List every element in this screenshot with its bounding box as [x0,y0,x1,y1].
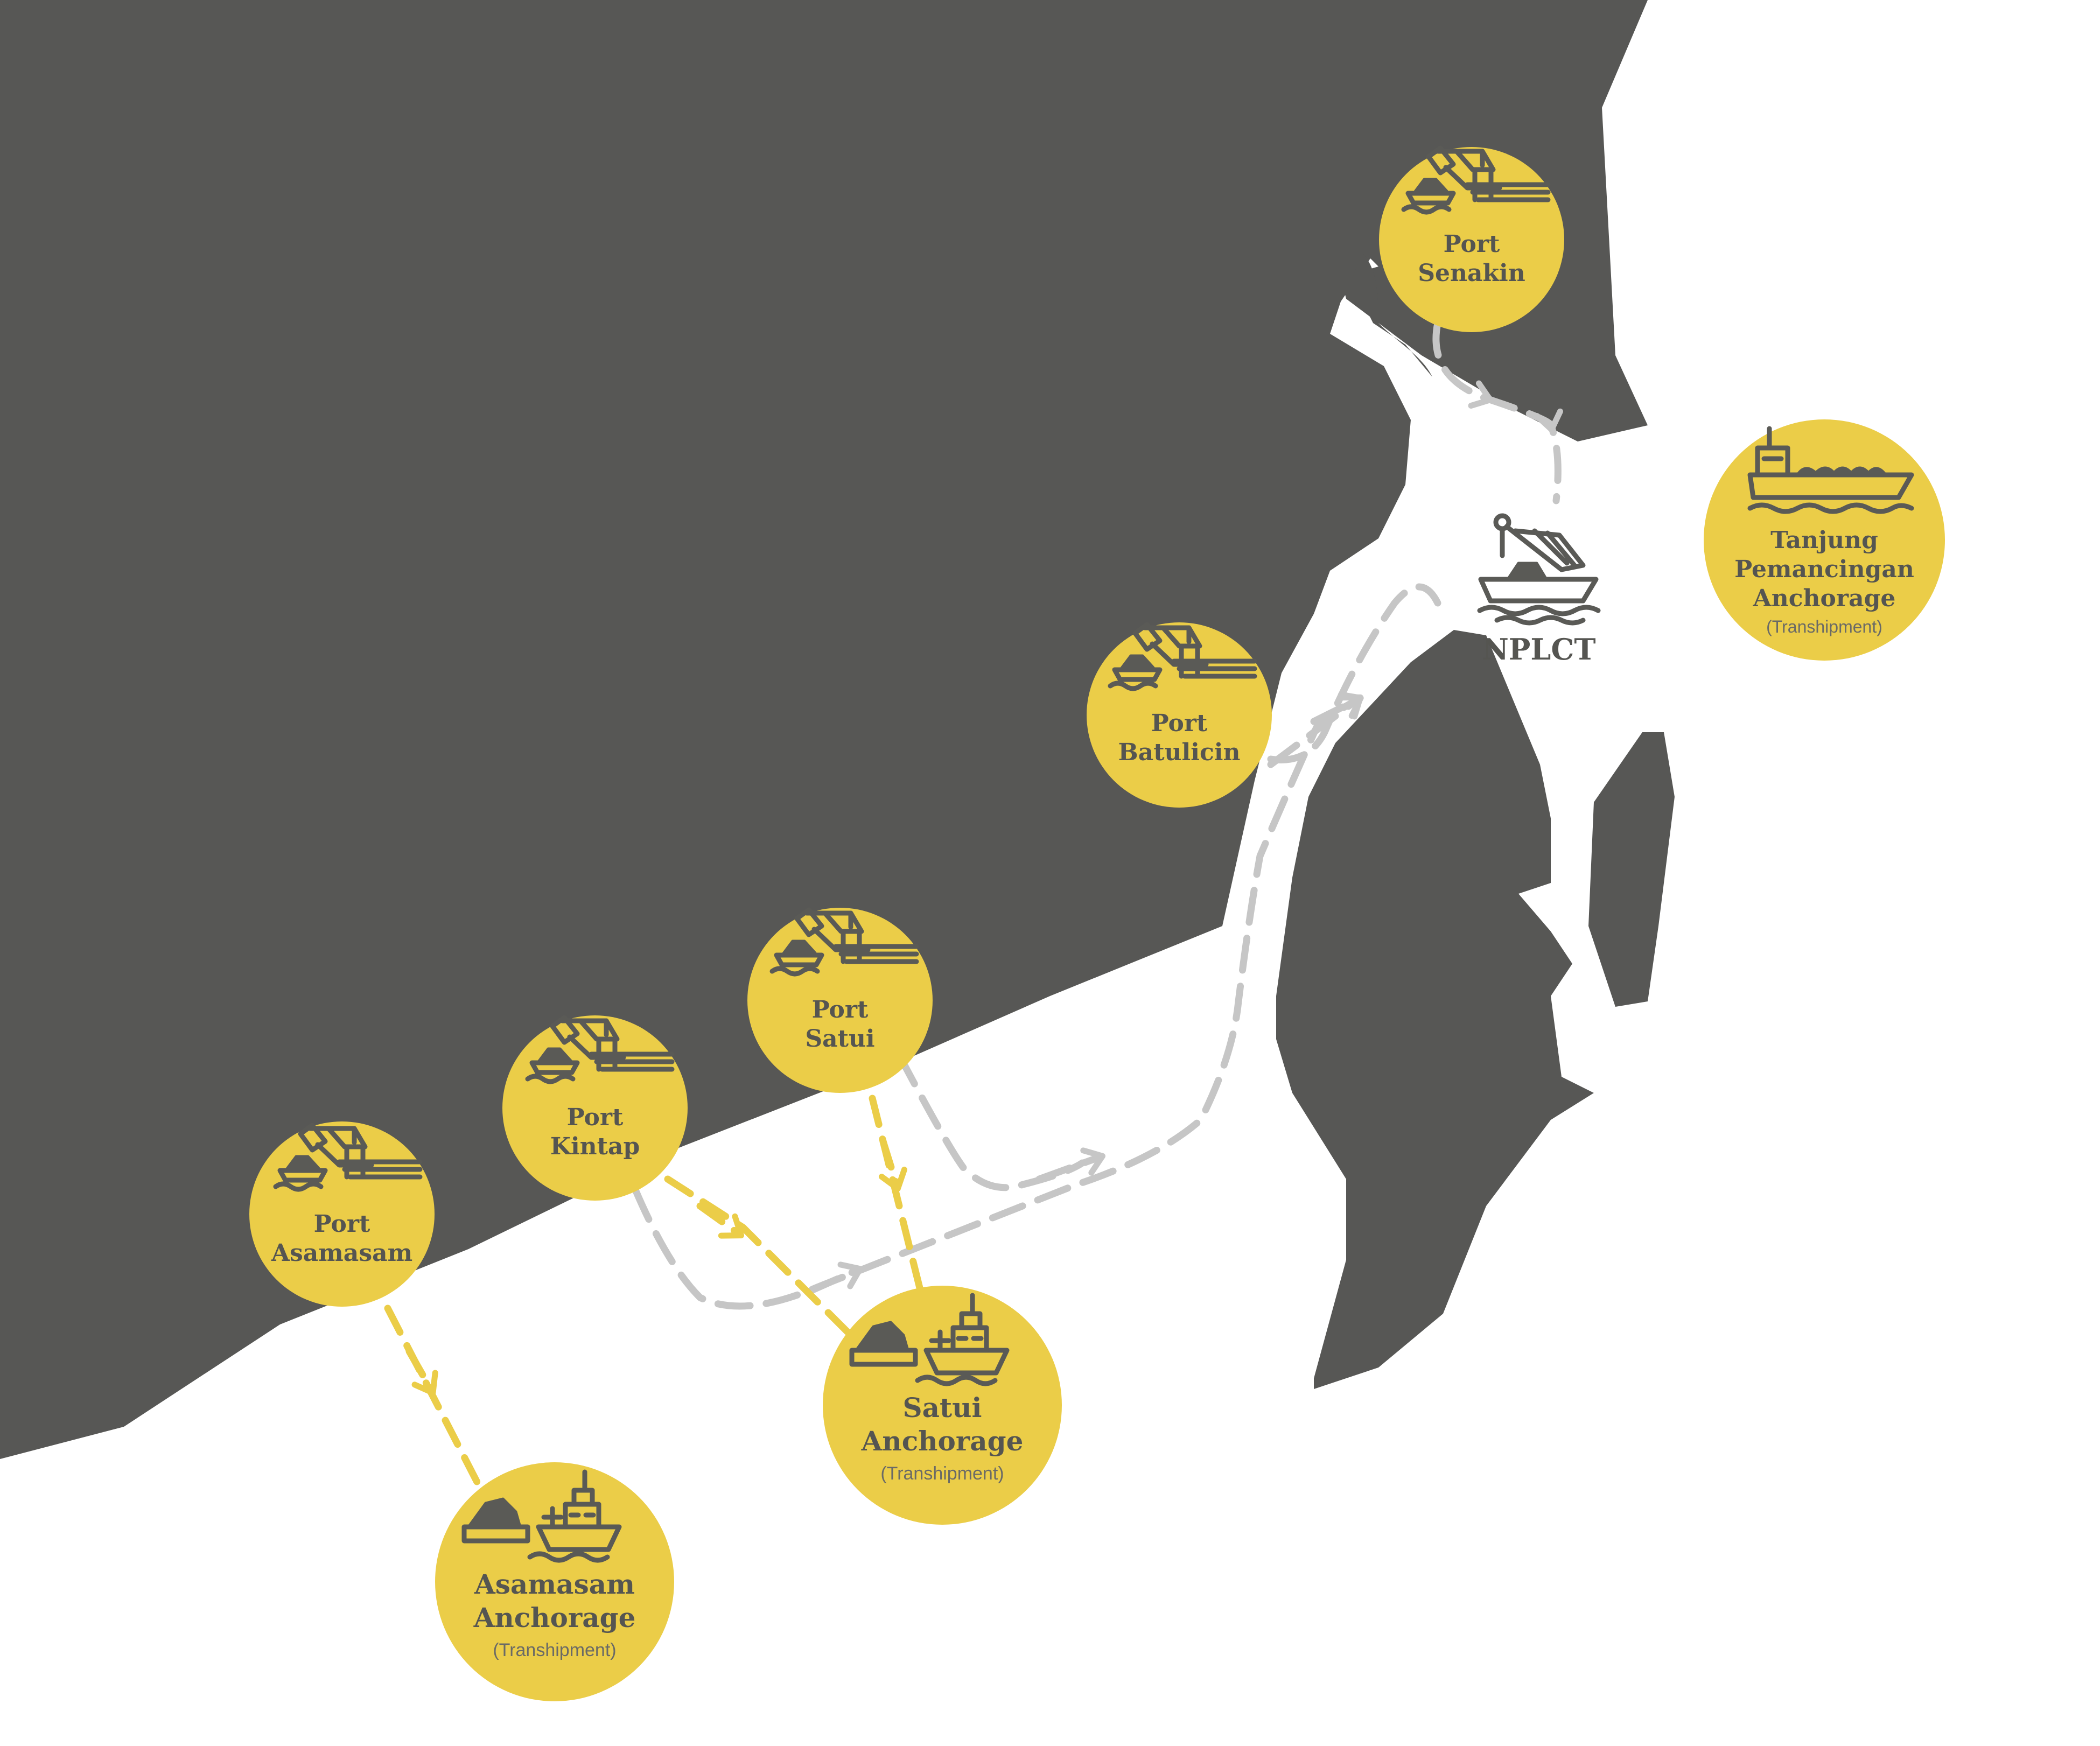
route-arrow-kintap [804,1261,863,1296]
marker-port-satui[interactable]: Port Satui [747,908,933,1093]
port-senakin-line1: Port [1444,230,1500,258]
tanjung-line1: Tanjung [1770,527,1878,554]
route-senakin-npclt [1432,319,1563,504]
tanjung-sub: (Transhipment) [1766,617,1882,636]
port-asamasam-line2: Asamasam [271,1239,412,1267]
route-asamasam-anchorage [384,1305,488,1500]
port-satui-line1: Port [812,996,869,1023]
port-kintap-line2: Kintap [550,1133,640,1160]
port-asamasam-line1: Port [314,1210,370,1238]
senakin-peninsula [1352,253,1432,377]
npclt-label: NPLCT [1482,632,1595,667]
route-kintap-arrow [696,1202,745,1239]
satui-anch-line2: Anchorage [861,1425,1024,1457]
asamasam-anch-line2: Anchorage [473,1602,636,1633]
route-arrow-satui [1035,1147,1106,1183]
mainland [0,0,1648,1459]
asamasam-anch-sub: (Transhipment) [493,1640,616,1660]
marker-tanjung-pemancingan[interactable]: Tanjung Pemancingan Anchorage (Transhipm… [1704,419,1945,661]
sebuku-island [1588,732,1675,1007]
port-batulicin-line2: Batulicin [1118,739,1241,766]
route-satui-arrow [878,1138,907,1192]
route-asamasam-arrow [405,1348,438,1396]
marker-port-batulicin[interactable]: Port Batulicin [1087,622,1272,808]
marker-satui-anchorage[interactable]: Satui Anchorage (Transhipment) [823,1286,1062,1525]
marker-npclt[interactable]: NPLCT [1480,516,1598,667]
route-kintap-trunk [632,696,1361,1310]
port-kintap-line1: Port [567,1104,624,1131]
marker-asamasam-anchorage[interactable]: Asamasam Anchorage (Transhipment) [435,1462,674,1701]
route-satui-satui-anch [869,1095,925,1296]
satui-anch-line1: Satui [903,1392,982,1424]
marker-port-asamasam[interactable]: Port Asamasam [249,1121,435,1307]
route-batulicin-npclt [1267,583,1441,763]
tanjung-line2: Pemancingan [1734,556,1914,583]
pulau-laut-island [1276,630,1594,1389]
marker-port-kintap[interactable]: Port Kintap [502,1015,688,1201]
satui-anch-sub: (Transhipment) [880,1463,1004,1484]
port-satui-line2: Satui [805,1025,874,1053]
port-batulicin-line1: Port [1151,710,1208,737]
tanjung-line3: Anchorage [1753,585,1896,612]
port-senakin-line2: Senakin [1418,260,1525,287]
route-arrow-batulicin-upper [1310,691,1364,725]
marker-port-senakin[interactable]: Port Senakin [1379,147,1564,332]
asamasam-anch-line1: Asamasam [474,1568,635,1600]
